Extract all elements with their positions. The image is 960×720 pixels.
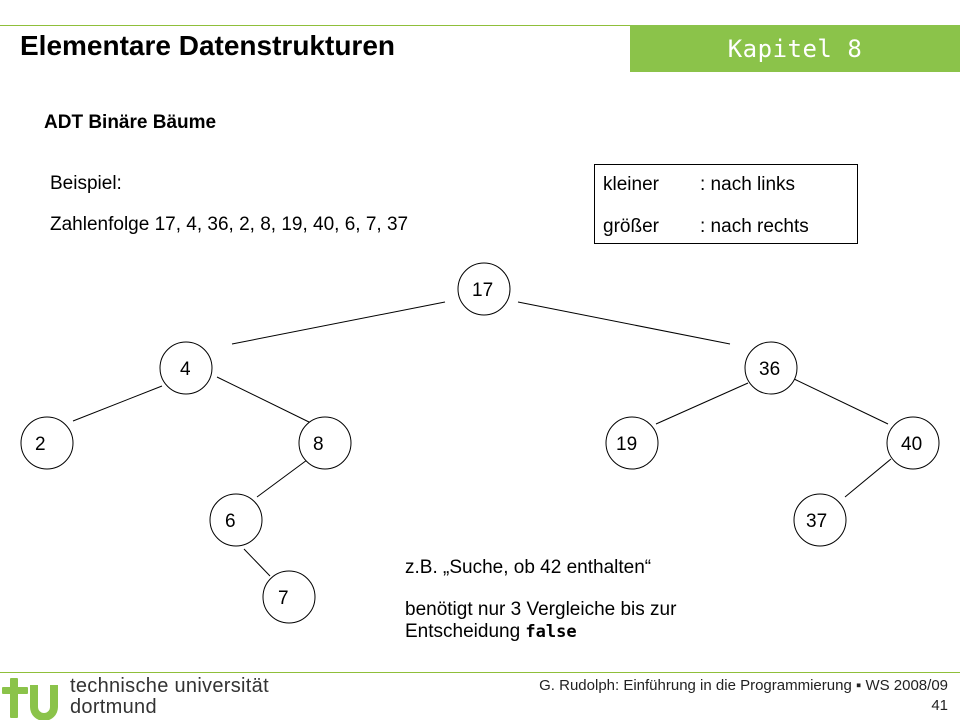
edge-36-19	[655, 382, 749, 425]
footer-rule	[0, 672, 960, 673]
node-label: 17	[472, 280, 493, 301]
university-name: technische universität dortmund	[70, 676, 269, 718]
node-label: 37	[806, 511, 827, 532]
tree-node-labels: 17 4 36 2 8 19 40 6 37 7	[35, 280, 922, 609]
tree-node-36	[744, 341, 798, 395]
node-label: 7	[278, 588, 289, 609]
tree-node-17	[457, 262, 511, 316]
tree-node-40	[886, 416, 940, 470]
tu-logo-icon	[2, 678, 58, 720]
comparison-count-note: benötigt nur 3 Vergleiche bis zur Entsch…	[405, 599, 745, 643]
edge-17-36	[517, 301, 731, 345]
node-label: 4	[180, 359, 191, 380]
university-line-1: technische universität	[70, 675, 269, 697]
section-heading: ADT Binäre Bäume	[44, 112, 217, 133]
edge-4-2	[72, 385, 163, 422]
university-line-2: dortmund	[70, 696, 157, 718]
rule-key: kleiner	[603, 174, 659, 195]
slide-title: Elementare Datenstrukturen	[20, 30, 396, 61]
comparison-result-code: false	[525, 622, 577, 642]
ordering-rule-box: kleiner : nach links größer : nach recht…	[594, 164, 858, 244]
header-top-rule	[0, 25, 630, 26]
edge-17-4	[231, 301, 446, 345]
page-number: 41	[931, 697, 948, 714]
tree-node-2	[20, 416, 74, 470]
edge-36-40	[791, 377, 889, 425]
search-example-note: z.B. „Suche, ob 42 enthalten“	[405, 557, 652, 578]
tree-node-6	[209, 493, 263, 547]
edge-4-8	[216, 376, 312, 424]
tree-node-4	[159, 341, 213, 395]
footer-credit: G. Rudolph: Einführung in die Programmie…	[539, 676, 948, 716]
node-label: 2	[35, 434, 46, 455]
edge-6-7	[243, 548, 271, 577]
edge-40-37	[844, 458, 892, 498]
node-label: 19	[616, 434, 637, 455]
tree-node-8	[298, 416, 352, 470]
chapter-badge: Kapitel 8	[630, 25, 960, 72]
tree-nodes	[20, 262, 940, 624]
tree-node-7	[262, 570, 316, 624]
comparison-text: benötigt nur 3 Vergleiche bis zur Entsch…	[405, 599, 677, 642]
chapter-label: Kapitel 8	[727, 34, 863, 63]
example-label: Beispiel:	[50, 173, 122, 194]
tree-node-37	[793, 493, 847, 547]
node-label: 36	[759, 359, 780, 380]
tree-node-19	[605, 416, 659, 470]
node-label: 8	[313, 434, 324, 455]
tree-edges	[72, 301, 892, 577]
node-label: 40	[901, 434, 922, 455]
node-label: 6	[225, 511, 236, 532]
rule-value: : nach rechts	[700, 216, 809, 237]
footer-course: G. Rudolph: Einführung in die Programmie…	[539, 677, 948, 694]
number-sequence: Zahlenfolge 17, 4, 36, 2, 8, 19, 40, 6, …	[50, 214, 409, 235]
rule-value: : nach links	[700, 174, 796, 195]
edge-8-6	[256, 459, 308, 498]
rule-key: größer	[603, 216, 659, 237]
